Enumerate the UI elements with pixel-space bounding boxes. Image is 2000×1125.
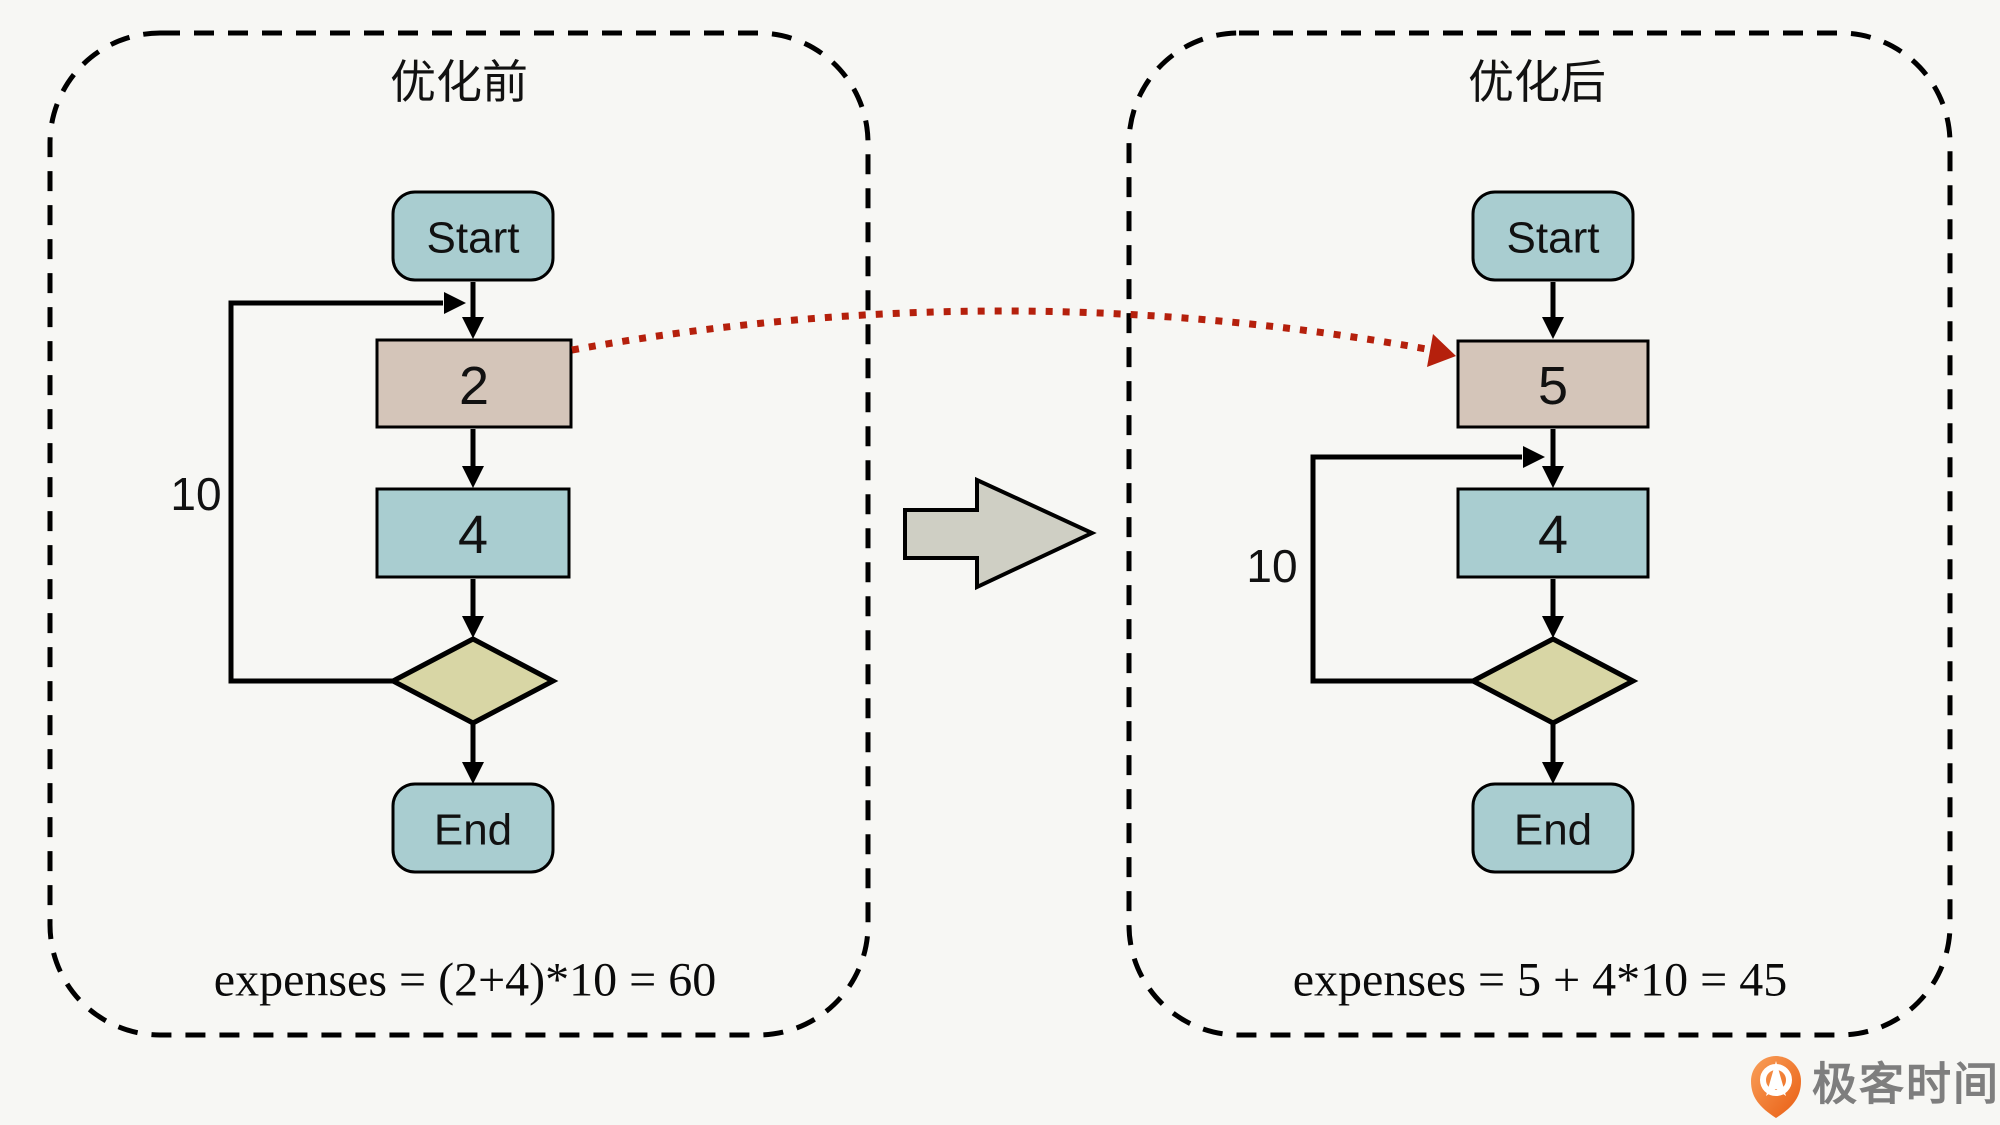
before-arrowhead-first-to-second [462, 466, 484, 488]
after-panel-title: 优化后 [1468, 56, 1606, 108]
after-end-node [1471, 782, 1635, 874]
after-loop-arrowhead [1523, 446, 1545, 468]
after-decision-diamond [1467, 636, 1639, 726]
before-expenses-formula: expenses = (2+4)*10 = 60 [214, 954, 716, 1007]
after-arrowhead-start-to-first [1542, 317, 1564, 339]
code-motion-highlight-arrow [571, 307, 1456, 367]
code-motion-dotted-curve [571, 307, 1433, 354]
before-loop-arrowhead [444, 292, 466, 314]
before-end-label: End [434, 806, 512, 855]
before-first-block [375, 338, 573, 429]
before-second-block-value: 4 [458, 505, 488, 565]
after-first-block [1456, 339, 1650, 429]
before-arrowhead-start-to-first [462, 317, 484, 339]
geektime-logo-pointer [1766, 1061, 1786, 1096]
after-optimization-panel: 优化后 Start 5 10 4 [1126, 30, 1953, 1038]
geektime-brand-text: 极客时间 [1812, 1059, 2000, 1110]
before-optimization-panel: 优化前 Start 10 2 4 [47, 30, 871, 1038]
before-second-block [375, 487, 571, 579]
before-loop-back-line [228, 300, 443, 684]
after-second-block [1456, 487, 1650, 579]
after-start-label: Start [1507, 214, 1600, 263]
before-start-node [391, 190, 555, 282]
after-start-node [1471, 190, 1635, 282]
after-loop-count-label: 10 [1246, 540, 1297, 592]
after-loop-back-line [1310, 454, 1522, 684]
transform-arrow-icon [903, 476, 1097, 591]
before-decision-diamond [387, 636, 559, 726]
geektime-watermark: 极客时间 [1751, 1056, 2000, 1118]
after-arrowhead-diamond-to-end [1542, 762, 1564, 784]
before-end-node [391, 782, 555, 874]
after-first-block-value: 5 [1538, 356, 1568, 416]
before-panel-dashed-border [47, 30, 871, 1038]
before-arrowhead-second-to-diamond [462, 616, 484, 638]
before-loop-count-label: 10 [170, 468, 221, 520]
after-arrowhead-second-to-diamond [1542, 616, 1564, 638]
before-arrowhead-diamond-to-end [462, 762, 484, 784]
after-panel-dashed-border [1126, 30, 1953, 1038]
after-arrowhead-first-to-second [1542, 466, 1564, 488]
after-expenses-formula: expenses = 5 + 4*10 = 45 [1293, 954, 1787, 1007]
before-panel-title: 优化前 [390, 56, 528, 108]
after-second-block-value: 4 [1538, 505, 1568, 565]
before-first-block-value: 2 [459, 356, 489, 416]
before-start-label: Start [427, 214, 520, 263]
code-motion-arrowhead [1427, 334, 1456, 367]
after-end-label: End [1514, 806, 1592, 855]
